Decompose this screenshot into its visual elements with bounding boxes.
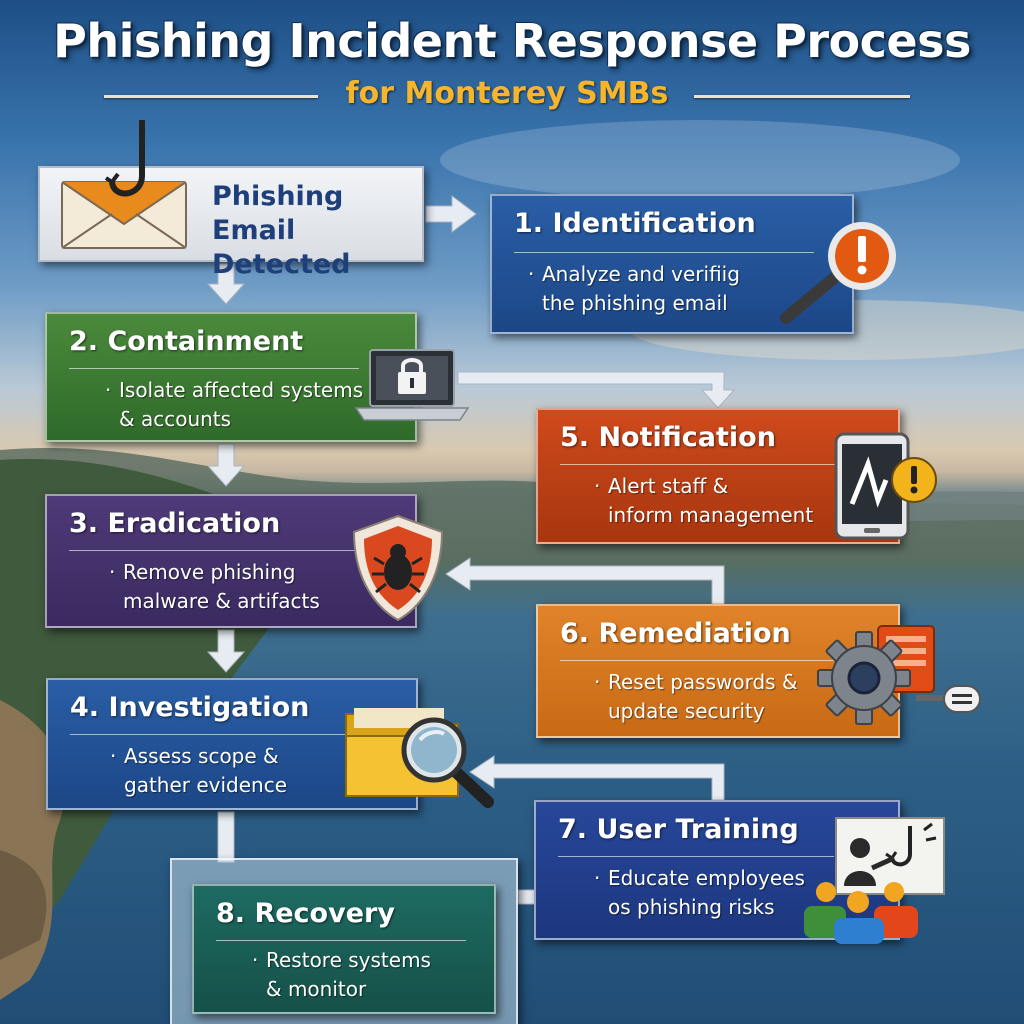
step-description: · Remove phishing malware & artifacts [109, 560, 320, 613]
page-subtitle: for Monterey SMBs [345, 76, 669, 111]
laptop-lock-icon [354, 349, 470, 421]
shield-bug-icon [352, 514, 444, 622]
arrow-training-to-investigation [469, 755, 725, 801]
step-identification: 1. Identification · Analyze and verifiig… [490, 194, 854, 334]
step-divider [69, 368, 359, 369]
step-title: 4. Investigation [70, 692, 310, 723]
gear-settings-icon [817, 625, 981, 725]
arrow-investigation-to-recovery [217, 811, 235, 863]
subtitle-rule-right [694, 95, 910, 98]
step-title: 7. User Training [558, 814, 799, 845]
arrow-remediation-to-eradication [445, 557, 725, 605]
step-description: · Assess scope & gather evidence [110, 744, 288, 797]
step-title: 6. Remediation [560, 618, 791, 649]
phishing-detected-label: Phishing Email Detected [212, 181, 351, 280]
step-description: · Reset passwords & update security [594, 670, 798, 723]
arrow-eradication-to-investigation [206, 629, 246, 673]
step-description: · Analyze and verifiig the phishing emai… [528, 262, 740, 315]
step-description: · Restore systems & monitor [252, 948, 431, 1001]
step-eradication: 3. Eradication · Remove phishing malware… [45, 494, 417, 628]
step-description: · Alert staff & inform management [594, 474, 814, 527]
step-divider [560, 464, 840, 465]
step-divider [70, 734, 360, 735]
step-divider [558, 856, 834, 857]
page-title: Phishing Incident Response Process [53, 14, 971, 68]
step-recovery: 8. Recovery · Restore systems & monitor [192, 884, 496, 1014]
magnifier-warning-icon [780, 222, 896, 324]
arrow-containment-to-notification [457, 371, 736, 409]
envelope-hook-icon [61, 120, 187, 249]
training-group-icon [804, 817, 945, 944]
phishing-detected-box: Phishing Email Detected [38, 120, 424, 280]
step-description: · Educate employees os phishing risks [594, 866, 805, 919]
step-divider [514, 252, 814, 253]
step-title: 8. Recovery [216, 898, 395, 929]
step-divider [216, 940, 466, 941]
arrow-containment-to-eradication [206, 443, 246, 487]
phone-alert-icon [834, 432, 937, 540]
step-divider [560, 660, 840, 661]
arrow-start-to-identification [425, 195, 477, 233]
step-title: 5. Notification [560, 422, 776, 453]
folder-magnifier-icon [345, 708, 494, 808]
subtitle-rule-left [104, 95, 318, 98]
subtitle-group: for Monterey SMBs [100, 76, 914, 116]
step-containment: 2. Containment · Isolate affected system… [45, 312, 417, 442]
step-title: 2. Containment [69, 326, 304, 357]
step-title: 3. Eradication [69, 508, 281, 539]
step-description: · Isolate affected systems & accounts [105, 378, 364, 431]
step-divider [69, 550, 359, 551]
arrow-start-to-containment [206, 263, 246, 305]
step-title: 1. Identification [514, 208, 756, 239]
